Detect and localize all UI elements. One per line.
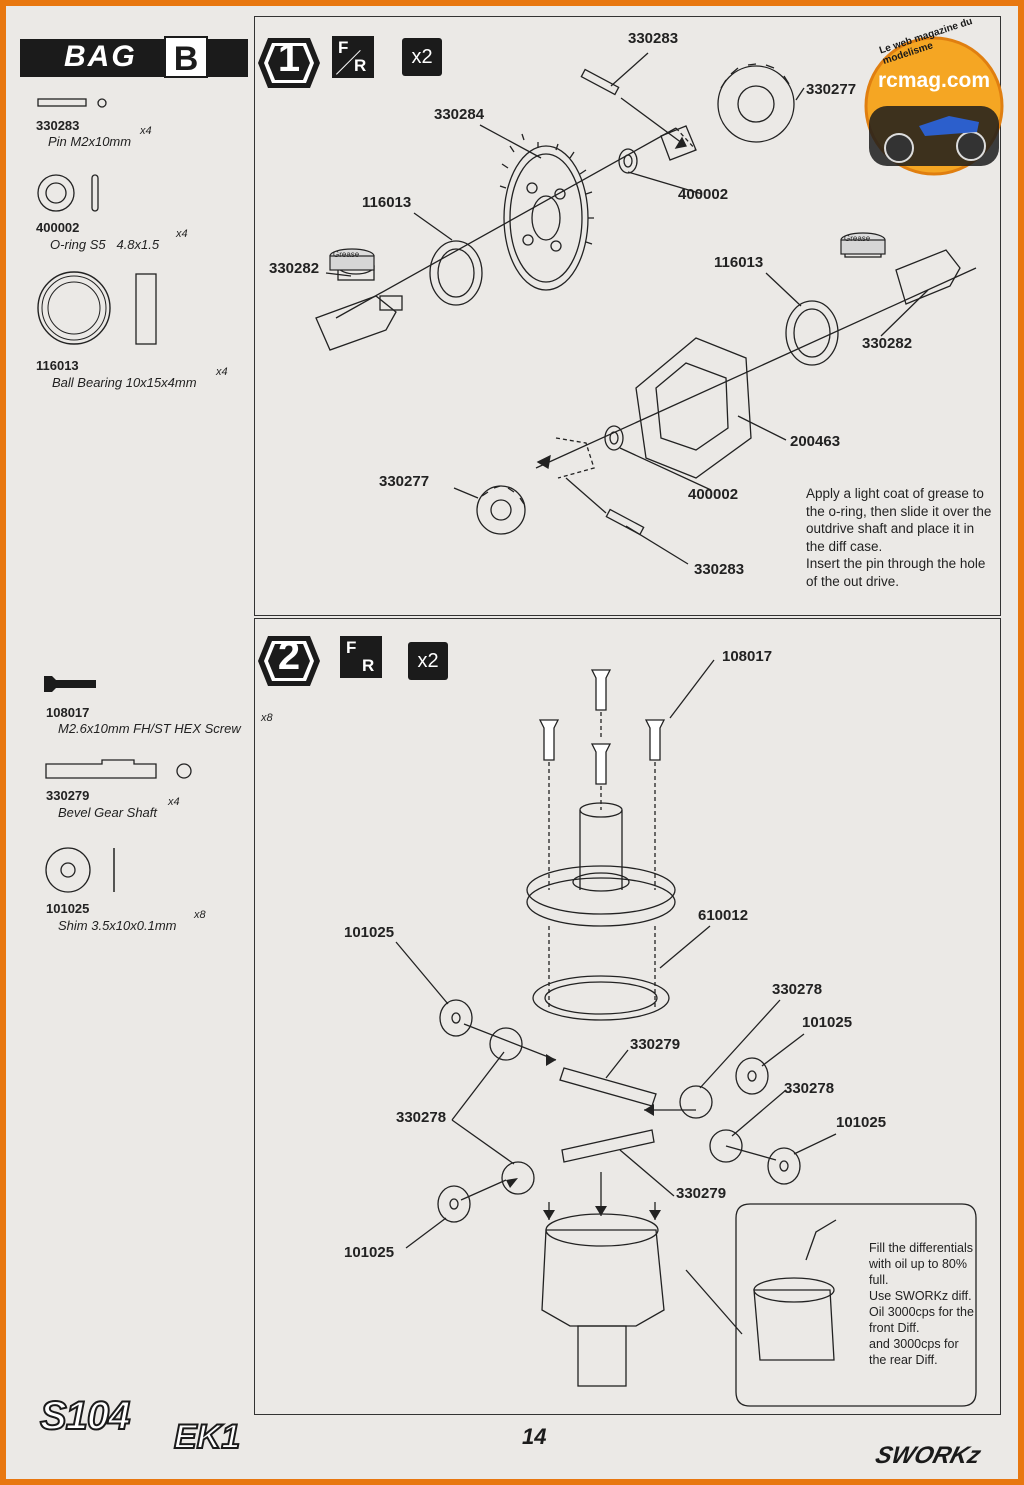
step1-quantity-badge: x2 (402, 38, 442, 76)
callout-330277-top: 330277 (806, 81, 857, 98)
step2-part1-qty: x4 (168, 796, 180, 808)
step1-number-badge (258, 38, 320, 88)
callout-330284: 330284 (434, 106, 485, 123)
step1-instruction-note: Apply a light coat of grease to the o-ri… (806, 485, 996, 590)
bearing-part-icon (37, 271, 157, 345)
bag-label: BAG (64, 40, 137, 73)
step1-part0-code: 330283 (36, 118, 80, 133)
grease-tub-icon (329, 232, 886, 271)
step2-panel (254, 618, 1001, 1415)
step2-instruction-note: Fill the differentials with oil up to 80… (869, 1240, 989, 1368)
pin-part-icon (37, 98, 107, 108)
callout-330278-c: 330278 (396, 1109, 447, 1126)
sworkz-brand-logo: SWORKz (872, 1442, 984, 1469)
callout-101025-a: 101025 (344, 924, 395, 941)
rcmag-logo-text: rcmag.com (878, 69, 991, 92)
step1-part2-qty: x4 (216, 366, 228, 378)
step2-part1-code: 330279 (46, 788, 90, 803)
note-line: Fill the differentials (869, 1241, 973, 1255)
rcmag-logo (864, 36, 1004, 176)
callout-330279-a: 330279 (630, 1036, 681, 1053)
shaft-part-icon (45, 759, 192, 779)
step1-part2-name: Ball Bearing 10x15x4mm (52, 375, 197, 390)
note-line: Apply a light coat of grease to (806, 486, 984, 501)
step1-part0-qty: x4 (140, 125, 152, 137)
step1-part1-code: 400002 (36, 220, 80, 235)
callout-330282-right: 330282 (862, 335, 913, 352)
fr-f: F (338, 38, 349, 57)
note-line: full. (869, 1273, 889, 1287)
step1-part1-qty: x4 (176, 228, 188, 240)
fr-f: F (346, 638, 357, 657)
note-line: the diff case. (806, 538, 883, 554)
front-rear-icon-step2: F R (340, 636, 382, 678)
callout-200463: 200463 (790, 433, 841, 450)
model-name: S104 (39, 1393, 131, 1439)
note-line: front Diff. (869, 1321, 920, 1335)
step1-part1-name: O-ring S5 4.8x1.5 (50, 237, 160, 252)
note-line: Insert the pin through the hole (806, 556, 986, 571)
callout-101025-c: 101025 (836, 1114, 887, 1131)
callout-330279-b: 330279 (676, 1185, 727, 1202)
callout-330278-a: 330278 (772, 981, 823, 998)
note-line: the o-ring, then slide it over the (806, 503, 992, 519)
shim-part-icon (45, 847, 115, 893)
step2-part2-qty: x8 (194, 909, 206, 921)
step2-part2-name: Shim 3.5x10x0.1mm (58, 918, 177, 933)
step2-exploded-diagram (395, 659, 977, 1407)
step1-part2-code: 116013 (36, 358, 79, 373)
note-line: Use SWORKz diff. (869, 1289, 972, 1303)
fr-r: R (354, 56, 367, 75)
step2-number: 2 (277, 634, 301, 678)
step1-number: 1 (277, 36, 301, 80)
callout-330277-bottom: 330277 (379, 473, 430, 490)
note-line: the rear Diff. (869, 1353, 938, 1367)
note-line: outdrive shaft and place it in (806, 521, 975, 536)
callout-116013-right: 116013 (714, 254, 764, 271)
callout-610012: 610012 (698, 907, 749, 924)
step2-part0-name: M2.6x10mm FH/ST HEX Screw (58, 721, 241, 736)
note-line: with oil up to 80% (869, 1257, 967, 1271)
callout-116013-left: 116013 (362, 194, 412, 211)
model-suffix: EK1 (173, 1417, 241, 1457)
callout-400002-top: 400002 (678, 186, 729, 203)
step2-part0-qty: x8 (261, 712, 273, 724)
bag-header-bar (20, 39, 248, 77)
callout-330283-top: 330283 (628, 30, 679, 47)
callout-108017: 108017 (722, 648, 773, 665)
front-rear-icon: F R (332, 36, 374, 78)
model-logo: S104 (39, 1393, 131, 1439)
page-number: 14 (522, 1424, 547, 1449)
step1-exploded-diagram (315, 52, 977, 565)
step2-part2-code: 101025 (46, 901, 90, 916)
callout-330278-b: 330278 (784, 1080, 835, 1097)
step2-quantity-badge: x2 (408, 642, 448, 680)
step2-part1-name: Bevel Gear Shaft (58, 805, 157, 820)
note-line: and 3000cps for (869, 1337, 959, 1351)
step1-panel (254, 16, 1001, 616)
grease-label-right: Grease (844, 234, 871, 243)
step2-number-badge (258, 636, 320, 686)
note-line: Oil 3000cps for the (869, 1305, 974, 1319)
oring-part-icon (37, 174, 99, 212)
callout-400002-bottom: 400002 (688, 486, 739, 503)
screw-part-icon (44, 676, 96, 692)
step2-part0-code: 108017 (46, 705, 90, 720)
callout-330282-left: 330282 (269, 260, 320, 277)
note-line: of the out drive. (806, 573, 900, 589)
step1-part0-name: Pin M2x10mm (48, 134, 132, 149)
grease-label-left: Grease (333, 250, 360, 259)
callout-101025-b: 101025 (802, 1014, 853, 1031)
fr-r: R (362, 656, 375, 675)
callout-101025-d: 101025 (344, 1244, 395, 1261)
callout-330283-bottom: 330283 (694, 561, 745, 578)
bag-letter: B (164, 36, 208, 78)
